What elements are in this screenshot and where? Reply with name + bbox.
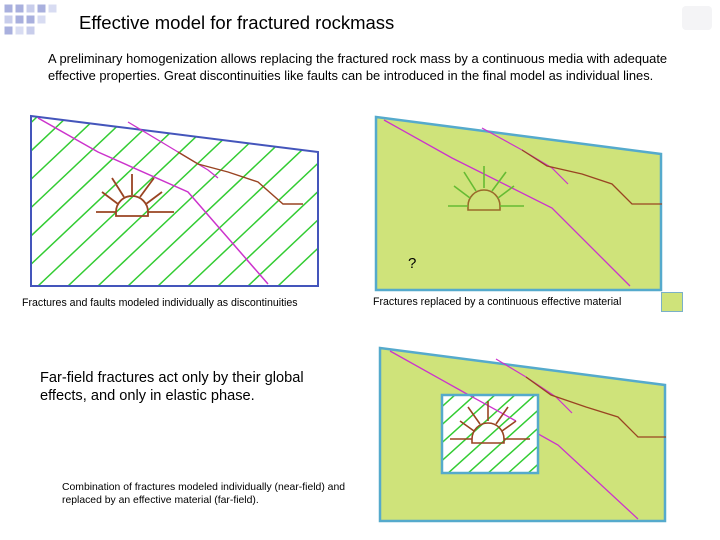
slide-title: Effective model for fractured rockmass <box>79 12 395 33</box>
figure-combined-model <box>378 346 667 523</box>
corner-mark <box>682 6 712 30</box>
caption-individual: Fractures and faults modeled individuall… <box>22 297 298 309</box>
intro-paragraph: A preliminary homogenization allows repl… <box>48 51 668 83</box>
far-field-note: Far-field fractures act only by their gl… <box>40 370 304 404</box>
caption-effective: Fractures replaced by a continuous effec… <box>373 296 622 308</box>
blue-squares-logo-icon <box>3 3 58 36</box>
question-mark: ? <box>408 255 417 272</box>
effective-material-swatch-icon <box>661 292 683 312</box>
figure-individual-fractures <box>30 114 319 287</box>
figure-effective-material <box>374 115 663 292</box>
caption-combined: Combination of fractures modeled individ… <box>62 482 346 506</box>
